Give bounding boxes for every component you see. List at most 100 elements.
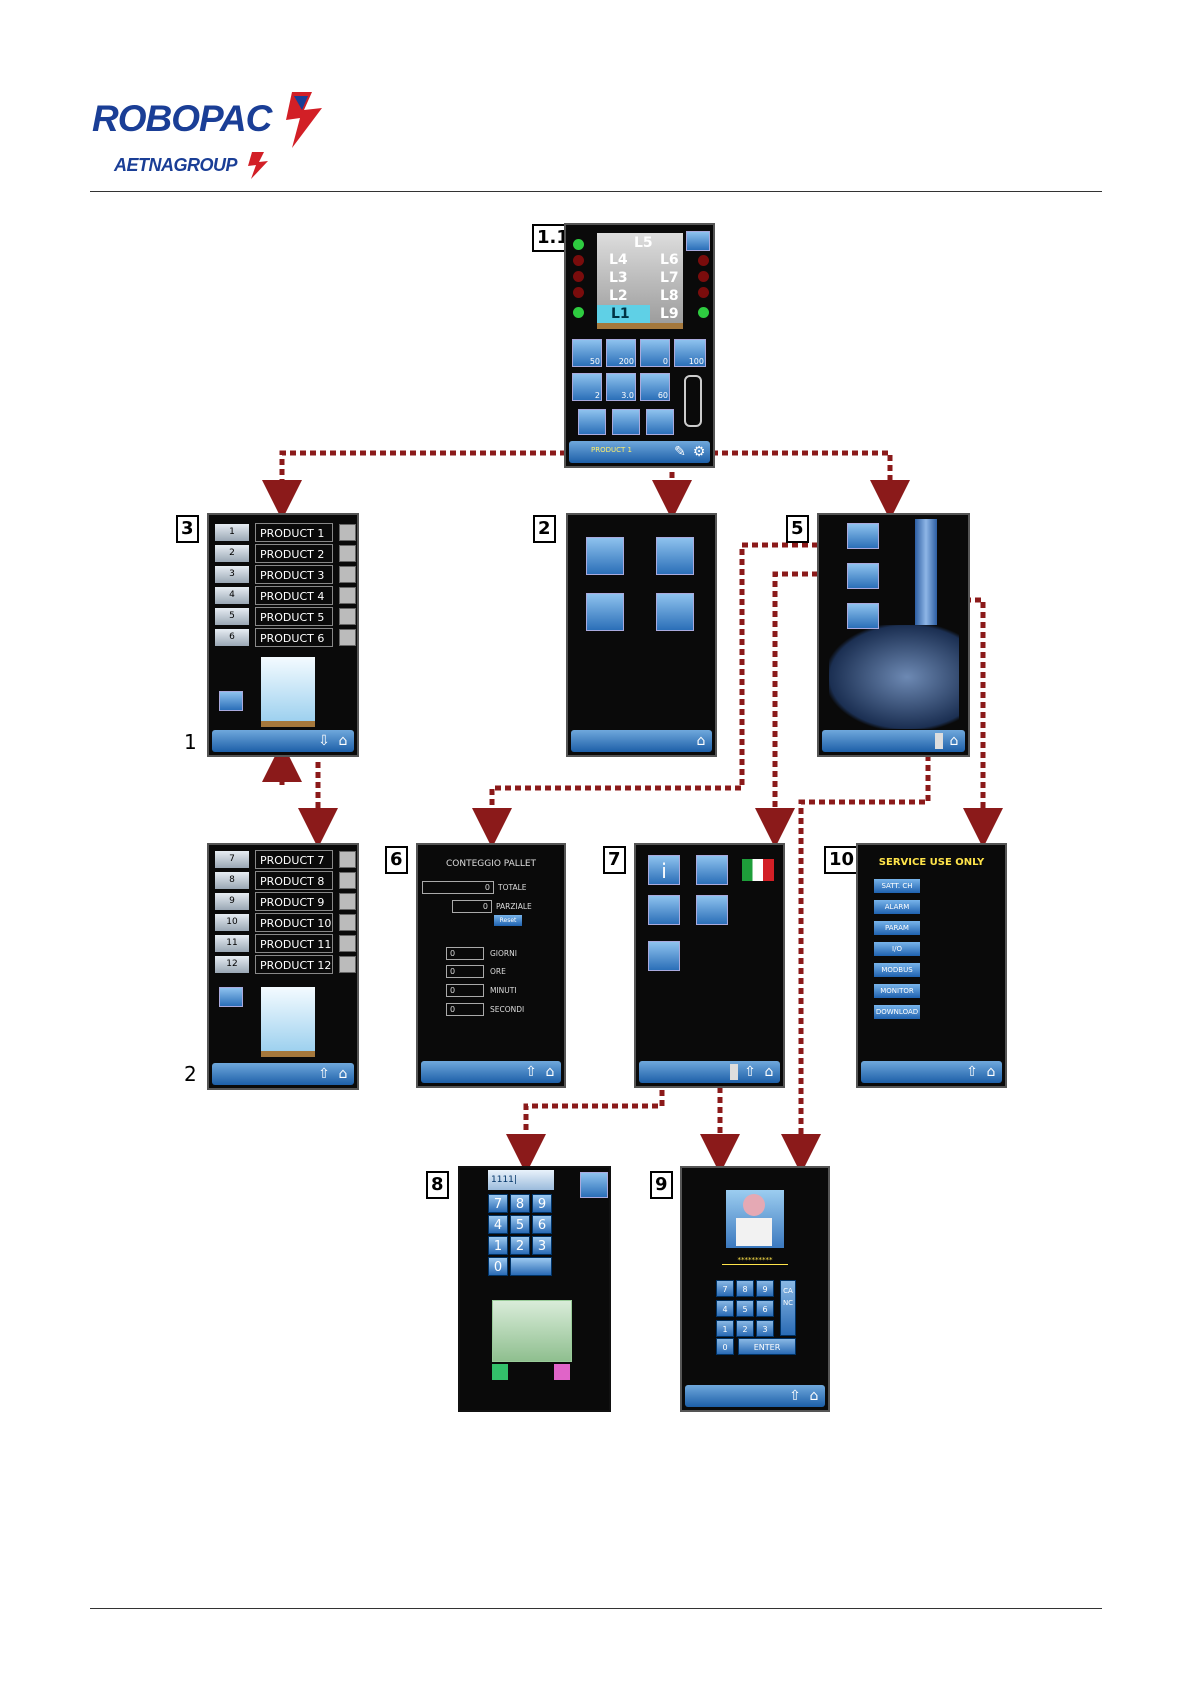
menu-icon[interactable] xyxy=(219,691,243,711)
param-tile[interactable]: 3.0 xyxy=(606,373,636,401)
totale-field[interactable]: 0 xyxy=(422,881,494,894)
secondi-field[interactable]: 0 xyxy=(446,1003,484,1016)
keypad-key[interactable]: 1 xyxy=(488,1236,508,1255)
layer-label[interactable]: L4 xyxy=(609,252,628,268)
param-tile[interactable]: 0 xyxy=(640,339,670,367)
layer-label[interactable]: L6 xyxy=(660,252,679,268)
wrench-icon[interactable]: ⚙ xyxy=(692,444,706,460)
product-icon[interactable] xyxy=(339,545,356,562)
enter-key[interactable] xyxy=(510,1257,552,1276)
keypad-key[interactable]: 5 xyxy=(510,1215,530,1234)
product-icon[interactable] xyxy=(339,629,356,646)
arrow-up-icon[interactable]: ⇧ xyxy=(744,1064,756,1080)
lock-icon[interactable] xyxy=(696,855,728,885)
password-field[interactable]: ********** xyxy=(722,1256,788,1265)
keypad-key[interactable]: 2 xyxy=(736,1320,754,1337)
service-button[interactable]: SATT. CH xyxy=(874,879,920,893)
home-icon[interactable]: ⌂ xyxy=(986,1064,996,1080)
function-tile[interactable] xyxy=(656,537,694,575)
home-icon[interactable]: ⌂ xyxy=(809,1388,819,1404)
product-icon[interactable] xyxy=(339,851,356,868)
action-tile[interactable] xyxy=(646,409,674,435)
action-tile[interactable] xyxy=(578,409,606,435)
arrow-up-icon[interactable]: ⇧ xyxy=(966,1064,978,1080)
keypad-key[interactable]: 2 xyxy=(510,1236,530,1255)
service-button[interactable]: DOWNLOAD xyxy=(874,1005,920,1019)
home-icon[interactable]: ⌂ xyxy=(338,1066,348,1082)
product-icon[interactable] xyxy=(339,914,356,931)
param-tile[interactable]: 2 xyxy=(572,373,602,401)
layer-label[interactable]: L5 xyxy=(634,235,653,251)
product-icon[interactable] xyxy=(339,566,356,583)
gear-icon[interactable] xyxy=(847,603,879,629)
parziale-field[interactable]: 0 xyxy=(452,900,492,913)
service-button[interactable]: MONITOR xyxy=(874,984,920,998)
param-tile[interactable]: 60 xyxy=(640,373,670,401)
param-tile[interactable]: 200 xyxy=(606,339,636,367)
action-tile[interactable] xyxy=(612,409,640,435)
reset-button[interactable]: Reset xyxy=(494,915,522,926)
keypad-key[interactable]: 7 xyxy=(716,1280,734,1297)
param-tile[interactable]: 100 xyxy=(674,339,706,367)
speaker-icon[interactable] xyxy=(696,895,728,925)
key-icon[interactable] xyxy=(935,733,943,749)
arrow-up-icon[interactable]: ⇧ xyxy=(789,1388,801,1404)
confirm-icon[interactable] xyxy=(492,1364,508,1380)
keypad-key[interactable]: 4 xyxy=(488,1215,508,1234)
service-button[interactable]: I/O xyxy=(874,942,920,956)
menu-icon[interactable] xyxy=(686,231,710,251)
service-button[interactable]: PARAM xyxy=(874,921,920,935)
keypad-key[interactable]: 6 xyxy=(756,1300,774,1317)
layer-label[interactable]: L9 xyxy=(660,306,679,322)
counter-tile[interactable] xyxy=(847,523,879,549)
function-tile[interactable] xyxy=(656,593,694,631)
param-tile[interactable]: 50 xyxy=(572,339,602,367)
home-icon[interactable]: ⌂ xyxy=(696,733,706,749)
product-icon[interactable] xyxy=(339,935,356,952)
keypad-key[interactable]: 5 xyxy=(736,1300,754,1317)
product-label[interactable]: PRODUCT 1 xyxy=(591,446,632,454)
keypad-key[interactable]: 8 xyxy=(510,1194,530,1213)
enter-button[interactable]: ENTER xyxy=(738,1338,796,1355)
close-icon[interactable] xyxy=(580,1172,608,1198)
layer-label[interactable]: L3 xyxy=(609,270,628,286)
home-icon[interactable]: ⌂ xyxy=(764,1064,774,1080)
layer-label[interactable]: L8 xyxy=(660,288,679,304)
keypad-key[interactable]: 0 xyxy=(716,1338,734,1355)
keypad-key[interactable]: 9 xyxy=(756,1280,774,1297)
key-icon[interactable] xyxy=(648,941,680,971)
service-button[interactable]: MODBUS xyxy=(874,963,920,977)
giorni-field[interactable]: 0 xyxy=(446,947,484,960)
clock-icon[interactable] xyxy=(648,895,680,925)
product-icon[interactable] xyxy=(339,893,356,910)
layer-label[interactable]: L1 xyxy=(611,306,630,322)
keypad-key[interactable]: 6 xyxy=(532,1215,552,1234)
keypad-key[interactable]: 1 xyxy=(716,1320,734,1337)
arrow-up-icon[interactable]: ⇧ xyxy=(318,1066,330,1082)
keypad-key[interactable]: 8 xyxy=(736,1280,754,1297)
product-icon[interactable] xyxy=(339,524,356,541)
product-icon[interactable] xyxy=(339,587,356,604)
keypad-key[interactable]: 4 xyxy=(716,1300,734,1317)
keypad-key[interactable]: 0 xyxy=(488,1257,508,1276)
canc-button[interactable]: CANC xyxy=(780,1280,796,1336)
layer-label[interactable]: L2 xyxy=(609,288,628,304)
keypad-key[interactable]: 7 xyxy=(488,1194,508,1213)
function-tile[interactable] xyxy=(586,537,624,575)
pin-display[interactable]: 1111| xyxy=(488,1170,554,1190)
arrow-up-icon[interactable]: ⇧ xyxy=(525,1064,537,1080)
product-icon[interactable] xyxy=(339,872,356,889)
menu-icon[interactable] xyxy=(219,987,243,1007)
key-icon[interactable] xyxy=(730,1064,738,1080)
product-icon[interactable] xyxy=(339,608,356,625)
home-icon[interactable]: ⌂ xyxy=(949,733,959,749)
